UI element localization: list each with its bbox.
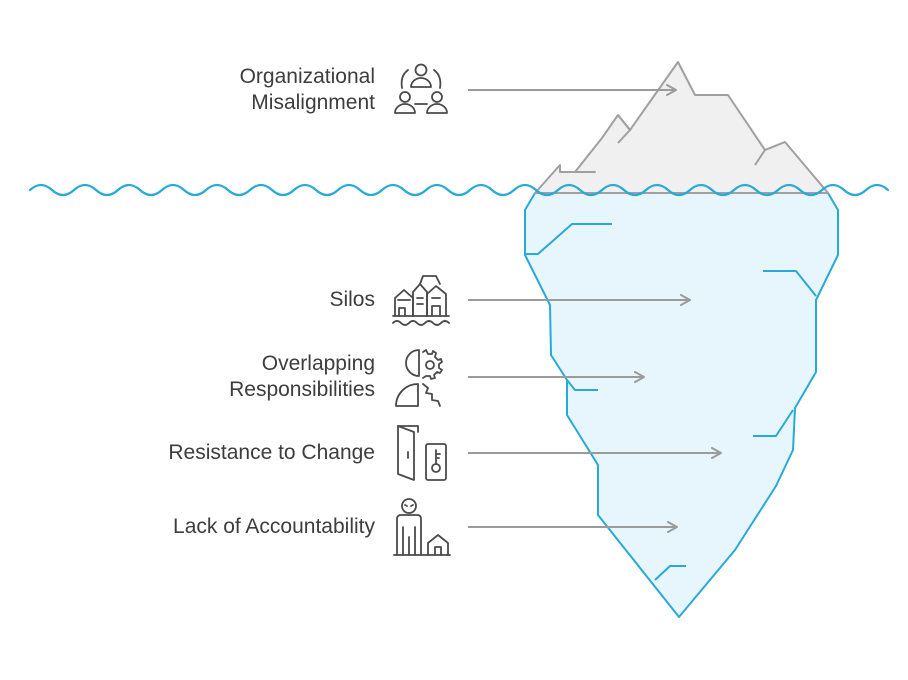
label-overlapping-responsibilities: Overlapping Responsibilities	[229, 351, 375, 403]
label-silos: Silos	[329, 287, 375, 313]
person-house-icon	[393, 498, 451, 556]
label-line: Lack of Accountability	[173, 515, 375, 538]
people-connection-icon	[394, 63, 448, 114]
label-lack-of-accountability: Lack of Accountability	[173, 514, 375, 540]
door-key-icon	[397, 425, 447, 481]
label-line: Responsibilities	[229, 378, 375, 401]
label-line: Overlapping	[261, 352, 375, 375]
buildings-water-icon	[392, 275, 450, 326]
label-line: Organizational	[239, 65, 375, 88]
split-gear-icon	[395, 349, 443, 407]
iceberg-cracks	[525, 223, 817, 581]
iceberg-tip	[534, 61, 829, 194]
label-line: Silos	[329, 288, 375, 311]
water-line	[28, 183, 890, 197]
label-organizational-misalignment: Organizational Misalignment	[240, 64, 375, 116]
iceberg-underwater	[524, 192, 839, 618]
label-line: Misalignment	[251, 91, 375, 114]
label-line: Resistance to Change	[168, 441, 375, 464]
label-resistance-to-change: Resistance to Change	[168, 440, 375, 466]
iceberg-tip-ridges	[560, 94, 786, 173]
